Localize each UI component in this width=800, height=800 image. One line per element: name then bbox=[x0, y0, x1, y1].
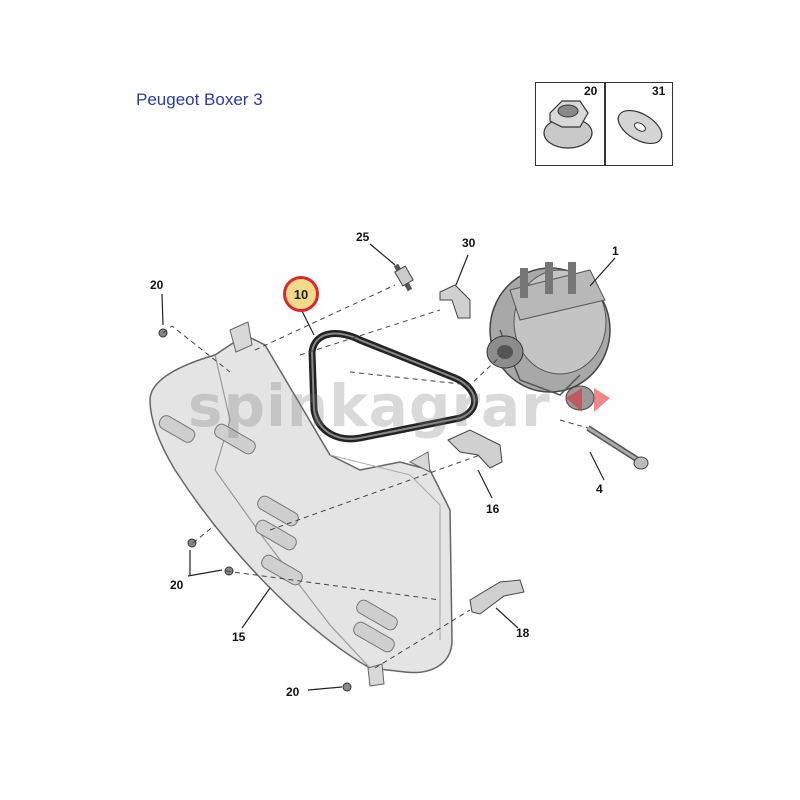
callout-nut-top: 20 bbox=[150, 278, 164, 292]
callout-timing-cover: 15 bbox=[232, 630, 246, 644]
callout-nut-bottom: 20 bbox=[286, 685, 300, 699]
inset-drawing bbox=[543, 100, 663, 149]
callout-bracket-18: 18 bbox=[516, 626, 530, 640]
inset-label-washer: 31 bbox=[652, 84, 666, 98]
callout-alternator: 1 bbox=[612, 244, 619, 258]
callout-nut-mid: 20 bbox=[170, 578, 184, 592]
watermark-logo-icon bbox=[566, 388, 610, 412]
alternator-bolt-shape bbox=[586, 425, 649, 470]
inset-label-nut: 20 bbox=[584, 84, 598, 98]
nut-20-mid-a-shape bbox=[187, 538, 197, 548]
inset-divider bbox=[604, 83, 606, 165]
bracket-18-shape bbox=[469, 579, 525, 615]
alternator-shape bbox=[486, 262, 611, 411]
flange-nut-icon bbox=[543, 100, 593, 149]
callout-belt-label: 10 bbox=[293, 286, 309, 302]
callout-bolt: 4 bbox=[596, 482, 603, 496]
diagram-title: Peugeot Boxer 3 bbox=[136, 90, 263, 109]
callout-bracket-16: 16 bbox=[486, 502, 500, 516]
callout-bracket-30: 30 bbox=[462, 236, 476, 250]
leader-lines bbox=[161, 243, 616, 691]
callout-stud: 25 bbox=[356, 230, 370, 244]
bracket-30-shape bbox=[439, 284, 471, 319]
callout-belt-highlighted[interactable]: 10 bbox=[283, 276, 319, 312]
drive-belt-shape bbox=[308, 330, 479, 443]
assembly-lines bbox=[162, 284, 589, 669]
timing-cover-shape bbox=[149, 321, 453, 687]
watermark-text: spinkagrar bbox=[188, 372, 551, 440]
inset-panel: 20 31 bbox=[535, 82, 673, 166]
bracket-16-shape bbox=[447, 429, 503, 469]
stud-shape bbox=[393, 263, 414, 292]
washer-icon bbox=[617, 109, 663, 145]
nut-20-bottom-shape bbox=[342, 682, 352, 692]
